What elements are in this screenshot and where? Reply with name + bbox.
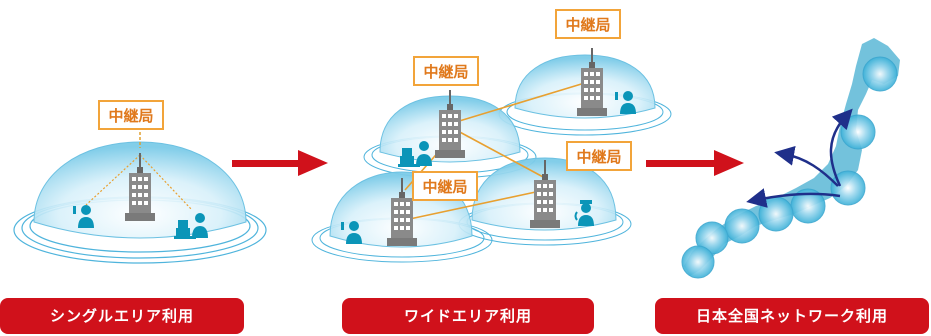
relay-label-box: 中継局 [555, 9, 621, 39]
relay-label: 中継局 [108, 107, 153, 125]
red-arrow-icon [646, 150, 744, 176]
wide-area-panel: 中継局 中継局 中継局 中継局 [311, 9, 672, 263]
relay-label-box: 中継局 [413, 56, 479, 86]
relay-label-box: 中継局 [412, 171, 478, 201]
relay-label: 中継局 [423, 63, 468, 81]
caption-banner-nationwide: 日本全国ネットワーク利用 [655, 298, 929, 334]
relay-label-box: 中継局 [566, 141, 632, 171]
relay-label: 中継局 [576, 148, 621, 166]
caption-wide: ワイドエリア利用 [404, 307, 532, 325]
single-area-panel: 中継局 [13, 100, 267, 264]
relay-label-box: 中継局 [98, 100, 164, 130]
caption-banner-single: シングルエリア利用 [0, 298, 244, 334]
network-arrows [746, 108, 853, 208]
nationwide-panel [681, 38, 900, 279]
caption-banner-wide: ワイドエリア利用 [342, 298, 594, 334]
relay-label: 中継局 [422, 178, 467, 196]
relay-label: 中継局 [565, 16, 610, 34]
red-arrow-icon [232, 150, 328, 176]
link-lines [85, 154, 193, 211]
caption-single: シングルエリア利用 [50, 307, 194, 325]
caption-nationwide: 日本全国ネットワーク利用 [696, 307, 888, 325]
